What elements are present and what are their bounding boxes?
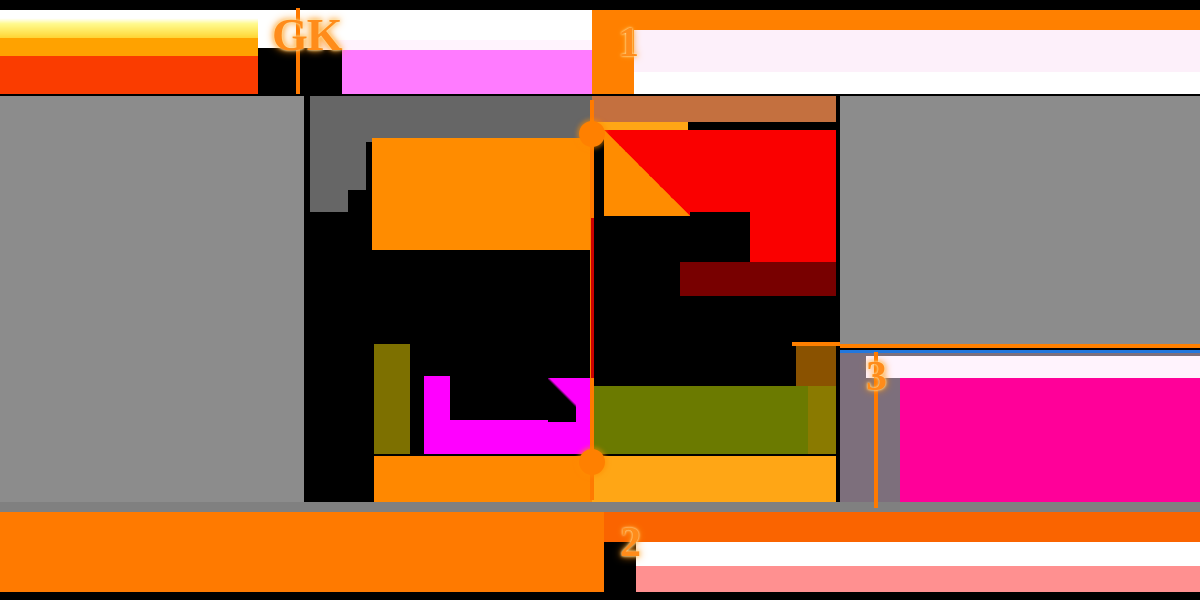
olive-bar-left xyxy=(374,344,410,454)
right-gray-panel xyxy=(840,96,1200,348)
center-orange-block-step xyxy=(438,212,592,226)
center-gray-left-notch xyxy=(310,142,366,190)
corner-label: GK xyxy=(272,9,343,60)
bottom-gray-rule xyxy=(0,502,1200,512)
amber-footer xyxy=(592,456,836,502)
right-label-stem xyxy=(874,352,878,508)
sienna-strip xyxy=(592,96,836,122)
top-right-blush-band xyxy=(634,30,1200,72)
vertical-red-line xyxy=(591,218,594,378)
center-gray-left-notch-2 xyxy=(310,190,348,212)
top-mid-pink-band xyxy=(342,50,592,94)
bottom-salmon-band xyxy=(636,566,1200,592)
top-axis-label: 1 xyxy=(618,20,639,66)
left-gray-panel xyxy=(0,96,304,508)
olive-block-far-right xyxy=(808,386,836,454)
top-mid-blush-band xyxy=(310,40,592,50)
magenta-block-riser xyxy=(576,378,592,422)
bottom-orange-band-2 xyxy=(592,512,1200,542)
right-panel-blush-band xyxy=(866,356,1200,378)
center-orange-block xyxy=(372,138,592,250)
dark-red-block xyxy=(680,262,836,296)
bottom-axis-label: 2 xyxy=(620,520,641,566)
pink-block xyxy=(900,378,1200,508)
horizontal-rule-orange xyxy=(840,344,1200,348)
bottom-orange-band xyxy=(0,512,592,592)
top-right-white-band xyxy=(634,72,1200,94)
center-orange-footer xyxy=(374,456,592,502)
center-gray-panel xyxy=(310,96,592,142)
top-node-marker[interactable] xyxy=(579,121,605,147)
corner-label-stem xyxy=(296,8,300,94)
bottom-axis-stem xyxy=(592,512,604,592)
bottom-white-band xyxy=(636,542,1200,568)
red-block-diagonal xyxy=(604,130,690,216)
brown-bar-cap xyxy=(792,342,840,346)
bottom-node-marker[interactable] xyxy=(579,449,605,475)
top-left-red-band xyxy=(0,56,258,94)
top-left-orange-band xyxy=(0,38,258,56)
right-axis-label: 3 xyxy=(866,354,887,400)
brown-bar xyxy=(796,344,836,388)
magenta-block-wide xyxy=(424,420,592,454)
red-block-notch xyxy=(594,212,750,264)
horizontal-rule xyxy=(840,350,1200,353)
olive-block-right xyxy=(594,386,808,454)
